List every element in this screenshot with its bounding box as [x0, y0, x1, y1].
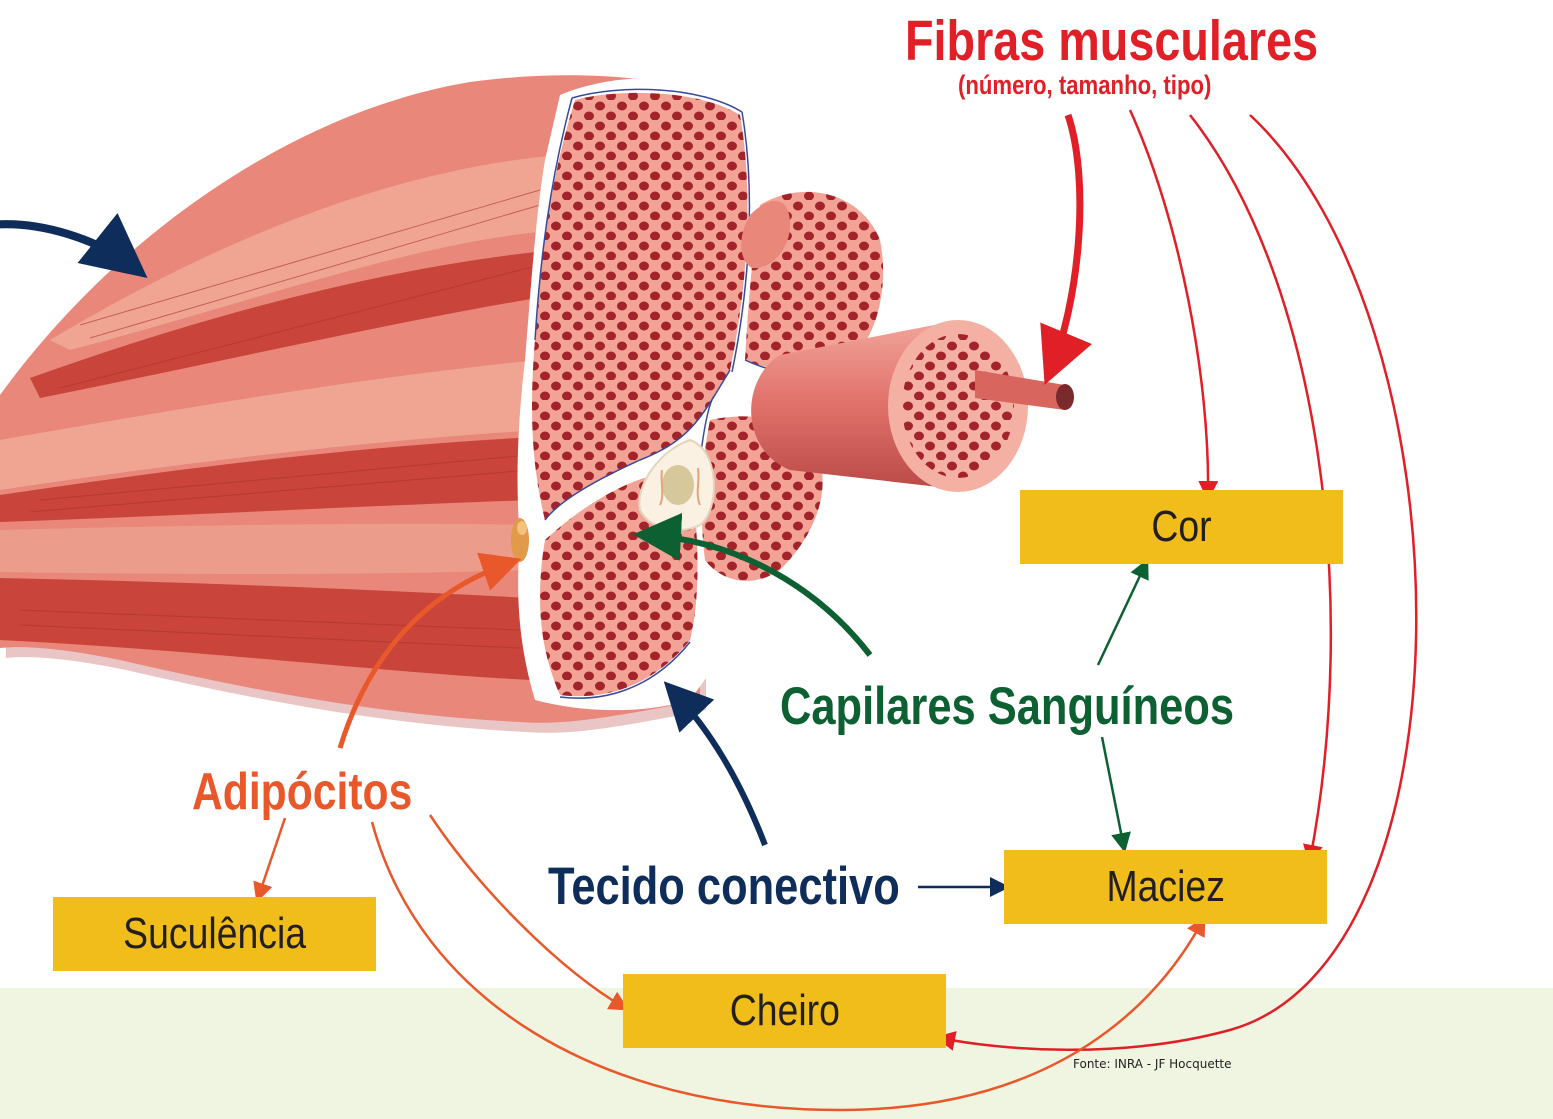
- smell-box: Cheiro: [623, 974, 946, 1048]
- tenderness-box-label: Maciez: [1106, 862, 1224, 912]
- connective-tissue-label: Tecido conectivo: [548, 856, 900, 917]
- color-box: Cor: [1020, 490, 1343, 564]
- adipocytes-label: Adipócitos: [192, 762, 412, 822]
- source-caption: Fonte: INRA - JF Hocquette: [1073, 1057, 1232, 1071]
- tenderness-box: Maciez: [1004, 850, 1327, 924]
- color-box-label: Cor: [1151, 502, 1211, 552]
- juiciness-box: Suculência: [53, 897, 376, 971]
- smell-box-label: Cheiro: [729, 986, 839, 1036]
- fibers-subtitle: (número, tamanho, tipo): [958, 70, 1211, 101]
- fibers-title: Fibras musculares: [905, 8, 1318, 74]
- capillaries-label: Capilares Sanguíneos: [780, 676, 1234, 737]
- juiciness-box-label: Suculência: [123, 909, 306, 959]
